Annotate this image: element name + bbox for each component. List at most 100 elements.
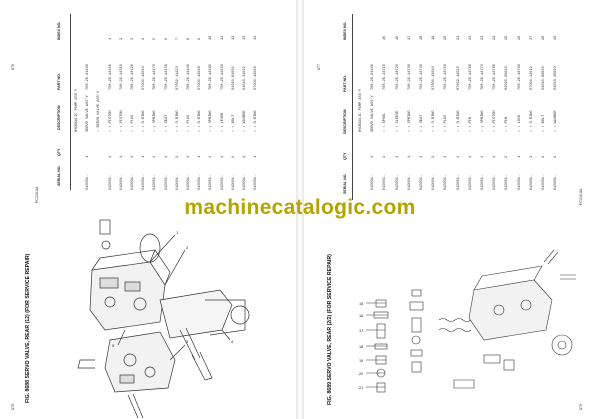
table-cell-qty: 1 (444, 155, 449, 158)
table-cell-desc: • • SLEEVE (395, 110, 400, 132)
table-cell-desc: • • O-RING (529, 110, 534, 132)
table-cell-qty: 2 (432, 155, 437, 158)
col-header-index: INDEX NO. (343, 21, 347, 40)
table-cell-part: 07000-12010 (432, 66, 437, 90)
catalog-page-left: 1 2 3 4 5 876 878 FIG. 8688 SERVO VALVE,… (0, 0, 296, 419)
table-cell-desc: • • LEVER (220, 112, 225, 132)
table-cell-qty: 1 (209, 155, 214, 158)
table-cell-qty: 1 (187, 155, 191, 158)
table-cell-serial: 610001- (131, 174, 135, 190)
table-cell-part: 708-2G-14120 (131, 64, 135, 90)
table-cell-idx: 12 (231, 35, 236, 40)
table-cell-serial: 610001- (198, 174, 203, 190)
table-cell-serial: 610001- (420, 174, 424, 190)
table-cell-part: 01643-30823 (554, 66, 559, 90)
callout-15: 15 (359, 302, 363, 306)
table-cell-serial: 610001- (407, 174, 412, 190)
col-header-part: PART NO. (57, 73, 61, 90)
table-cell-serial: 610001- (432, 174, 437, 190)
table-cell-part: 07000-12012 (529, 66, 534, 90)
callout-5: 5 (112, 343, 115, 348)
table-cell-part: 708-2G-14750 (444, 64, 449, 90)
table-cell-serial: 610001- (86, 174, 91, 190)
table-cell-part: 708-2G-14780 (493, 64, 498, 90)
table-cell-part: 708-2G-01160 (86, 64, 91, 90)
table-cell-serial: 610001- (108, 174, 113, 190)
page-number-top: 877 (317, 64, 321, 70)
table-cell-desc: • • O-RING (198, 110, 203, 132)
table-cell-part: 708-2G-14180 (209, 64, 214, 90)
figure-title: FIG. 8688 SERVO VALVE, REAR (12) (FOR SE… (25, 253, 31, 403)
table-cell-serial: 610001- (493, 174, 498, 190)
table-cell-part: 07000-12014 (142, 66, 147, 90)
table-cell-serial: 610001- (119, 174, 124, 190)
table-cell-serial: 610001- (231, 174, 236, 190)
table-cell-idx: 7 (175, 37, 180, 40)
table-cell-qty: 2 (554, 155, 559, 158)
callout-20: 20 (359, 372, 363, 376)
table-cell-part: 04020-00610 (505, 66, 510, 90)
table-cell-desc: • • SPOOL (383, 112, 388, 132)
table-cell-part: 708-2G-14760 (468, 64, 473, 90)
callout-2: 2 (186, 245, 189, 250)
table-cell-serial: 610001- (220, 174, 225, 190)
table-cell-part: 07000-12020 (254, 66, 259, 90)
table-cell-qty: 4 (243, 155, 247, 158)
col-header-description: DESCRIPTION (343, 109, 347, 134)
table-cell-serial: 610001- (444, 174, 449, 190)
table-cell-serial: 610001- (481, 174, 485, 190)
callout-17: 17 (359, 329, 363, 333)
table-cell-idx: 1 (108, 37, 113, 40)
callout-1: 1 (176, 230, 179, 235)
watermark-text: machinecatalogic.com (184, 196, 416, 219)
table-cell-serial: 610001- (175, 174, 180, 190)
table-cell-serial: 610001- (554, 174, 559, 190)
table-cell-qty: 2 (505, 155, 510, 158)
table-cell-desc: • • SPRING (153, 110, 158, 132)
table-cell-desc: • • BOLT (542, 114, 546, 132)
table-cell-qty: 1 (517, 155, 522, 158)
table-cell-serial: 610001- (243, 174, 247, 190)
table-cell-part: 708-2G-14140 (187, 64, 191, 90)
table-cell-qty: 1 (529, 155, 534, 158)
table-cell-idx: 27 (529, 35, 534, 40)
table-cell-part: 708-2G-14790 (517, 64, 522, 90)
table-cell-qty: 1 (119, 155, 124, 158)
table-cell-part: 708-2G-14150 (220, 64, 225, 90)
table-cell-desc: HYDRAULIC PUMP ASS'Y (359, 88, 363, 132)
book-gutter (296, 0, 304, 419)
table-cell-qty: 1 (131, 155, 135, 158)
table-cell-part: 708-2G-14100 (108, 64, 113, 90)
table-cell-qty: 1 (407, 155, 412, 158)
table-cell-qty: 2 (175, 155, 180, 158)
table-cell-part: 01643-31032 (243, 66, 247, 90)
table-cell-serial: 610001- (529, 174, 534, 190)
table-cell-desc: SERVO VALVE ASS'Y (371, 95, 376, 132)
table-cell-idx: 22 (468, 35, 473, 40)
table-cell-idx: 3 (131, 37, 135, 40)
table-cell-desc: • • PISTON (108, 110, 113, 132)
col-header-serial: SERIAL NO. (343, 173, 347, 194)
page-number-bottom: 879 (579, 404, 583, 410)
callout-18: 18 (359, 345, 363, 349)
callout-21: 21 (359, 386, 363, 390)
callout-16: 16 (359, 314, 363, 318)
table-cell-idx: 20 (444, 35, 449, 40)
col-header-part: PART NO. (343, 75, 347, 92)
table-cell-part: 708-2G-14710 (383, 64, 388, 90)
catalog-page-right: 15 16 17 18 19 20 21 877 879 FIG. 8689 S… (304, 0, 600, 419)
table-cell-qty: 1 (86, 155, 91, 158)
table-cell-idx: 19 (432, 35, 437, 40)
table-cell-idx: 26 (517, 35, 522, 40)
table-cell-idx: 8 (187, 37, 191, 40)
table-cell-serial: 610001- (209, 174, 214, 190)
table-cell-qty: 1 (383, 155, 388, 158)
exploded-diagram-right: 15 16 17 18 19 20 21 (359, 249, 576, 393)
col-header-qty: QTY (343, 152, 347, 160)
table-cell-qty: 1 (254, 155, 259, 158)
callout-19: 19 (359, 359, 363, 363)
table-cell-qty: 1 (481, 155, 485, 158)
table-cell-serial: 610001- (153, 174, 158, 190)
table-cell-serial: 610001- (395, 174, 400, 190)
callout-3: 3 (186, 339, 189, 344)
